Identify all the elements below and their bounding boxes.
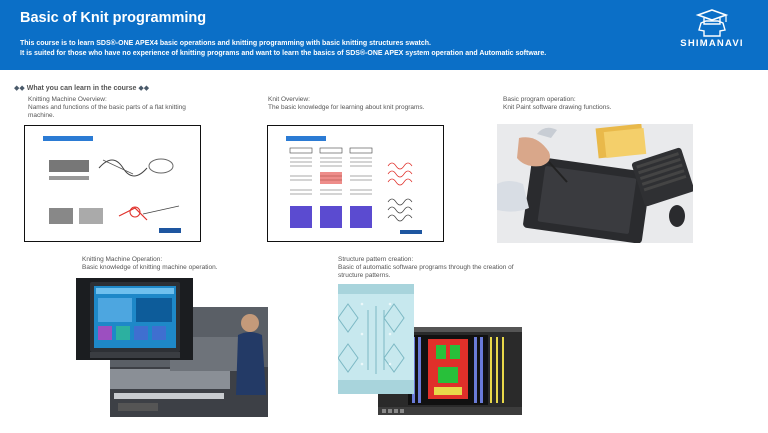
item-title: Structure pattern creation: <box>338 256 414 263</box>
item-machine-overview-text: Knitting Machine Overview: Names and fun… <box>28 96 198 120</box>
description-line-2: It is suited for those who have no exper… <box>20 49 547 57</box>
section-title: What you can learn in the course <box>26 85 137 92</box>
shimanavi-logo[interactable]: SHIMANAVI <box>672 8 752 52</box>
swatch-pattern <box>337 284 414 394</box>
course-description: This course is to learn SDS®-ONE APEX4 b… <box>20 39 546 58</box>
course-title: Basic of Knit programming <box>20 10 207 26</box>
knit-structures-diagram <box>289 147 422 234</box>
item-title: Knit Overview: <box>268 96 310 103</box>
tablet-keyboard-scene <box>497 123 695 244</box>
item-knit-overview-text: Knit Overview: The basic knowledge for l… <box>268 96 458 112</box>
logo-text: SHIMANAVI <box>680 38 744 49</box>
item-title: Knitting Machine Operation: <box>82 256 163 263</box>
knit-overview-slide-image <box>267 125 444 242</box>
machine-parts-diagram <box>49 158 181 233</box>
item-description: Knit Paint software drawing functions. <box>503 104 612 111</box>
knit-swatch-photo <box>337 284 414 394</box>
graduation-cap-sweater-icon <box>695 9 729 37</box>
diamond-icon: ◆◆ <box>138 85 150 92</box>
machine-overview-slide-image <box>24 125 201 242</box>
item-program-operation-text: Basic program operation: Knit Paint soft… <box>503 96 693 112</box>
item-structure-pattern-text: Structure pattern creation: Basic of aut… <box>338 256 538 280</box>
item-description: The basic knowledge for learning about k… <box>268 104 425 111</box>
machine-touchscreen-photo <box>76 278 193 360</box>
slide-title-bar <box>43 136 93 141</box>
item-description: Basic knowledge of knitting machine oper… <box>82 264 218 271</box>
slide-title-bar <box>286 136 326 141</box>
item-title: Basic program operation: <box>503 96 576 103</box>
item-description: Basic of automatic software programs thr… <box>338 264 516 279</box>
diamond-icon: ◆◆ <box>14 85 25 92</box>
item-description: Names and functions of the basic parts o… <box>28 104 188 119</box>
section-heading: ◆◆ What you can learn in the course ◆◆ <box>14 84 149 92</box>
tablet-photo-image <box>497 123 695 244</box>
description-line-1: This course is to learn SDS®-ONE APEX4 b… <box>20 40 431 47</box>
item-title: Knitting Machine Overview: <box>28 96 107 103</box>
item-machine-operation-text: Knitting Machine Operation: Basic knowle… <box>82 256 282 272</box>
touchscreen-ui <box>76 278 193 360</box>
header-banner: Basic of Knit programming This course is… <box>0 0 768 70</box>
